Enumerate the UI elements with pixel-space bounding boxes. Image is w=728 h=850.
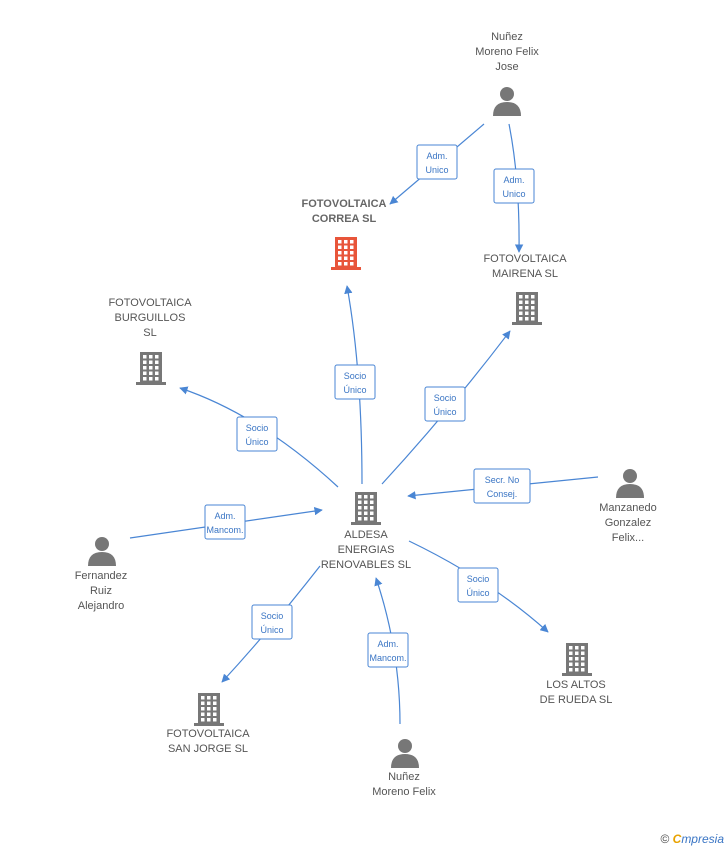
node-mairena[interactable]: FOTOVOLTAICA MAIRENA SL [483,253,567,325]
edge-label-text: Secr. No [485,475,520,485]
node-label-line: Nuñez [388,771,420,783]
brand-name: mpresia [681,832,724,846]
edge-label-text: Único [343,385,366,395]
edge-label-text: Mancom. [369,653,406,663]
node-label-line: Alejandro [78,600,124,612]
edge-label-text: Socio [344,371,367,381]
node-label-line: ALDESA [344,529,388,541]
edge-label-text: Socio [467,574,490,584]
node-label-line: Moreno Felix [372,786,436,798]
node-label-line: FOTOVOLTAICA [108,297,192,309]
node-label-line: CORREA SL [312,213,377,225]
node-label-line: Ruiz [90,585,112,597]
edge-label-text: Mancom. [206,525,243,535]
person-icon [493,87,521,116]
building-icon [136,352,166,385]
node-label-line: RENOVABLES SL [321,559,411,571]
node-label-line: Jose [495,61,518,73]
node-label-line: Fernandez [75,570,128,582]
node-label-line: Nuñez [491,31,523,43]
node-label-line: BURGUILLOS [115,312,186,324]
edge-label-text: Socio [261,611,284,621]
node-label-line: FOTOVOLTAICA [302,198,387,210]
node-correa[interactable]: FOTOVOLTAICA CORREA SL [302,198,387,270]
building-icon [194,693,224,726]
node-label-line: Manzanedo [599,502,657,514]
edge-label-text: Adm. [377,639,398,649]
person-icon [88,537,116,566]
node-label-line: Gonzalez [605,517,651,529]
edge-label-e10: Adm. Mancom. [367,632,409,668]
building-icon [351,492,381,525]
edge-label-e6: Secr. No Consej. [473,468,531,504]
node-altos[interactable]: LOS ALTOS DE RUEDA SL [540,643,613,706]
brand-initial: C [672,832,682,846]
copyright-symbol: © [660,832,670,846]
edge-label-text: Unico [425,165,448,175]
building-icon [512,292,542,325]
node-sanjorge[interactable]: FOTOVOLTAICA SAN JORGE SL [166,693,250,755]
node-label-line: MAIRENA SL [492,268,558,280]
person-icon [391,739,419,768]
edge-label-text: Consej. [487,489,518,499]
person-icon [616,469,644,498]
edge-label-text: Unico [502,189,525,199]
edge-label-text: Adm. [503,175,524,185]
node-label-line: SL [143,327,156,339]
building-icon [562,643,592,676]
node-label-line: LOS ALTOS [546,679,606,691]
node-center[interactable]: ALDESA ENERGIAS RENOVABLES SL [321,492,411,571]
edge-label-text: Socio [246,423,269,433]
edge-label-text: Socio [434,393,457,403]
node-label-line: FOTOVOLTAICA [483,253,567,265]
edge-label-e1: Adm. Unico [416,144,458,180]
node-label-line: SAN JORGE SL [168,743,248,755]
edge-label-text: Adm. [426,151,447,161]
node-label-line: ENERGIAS [338,544,395,556]
node-label-line: DE RUEDA SL [540,694,613,706]
node-burguillos[interactable]: FOTOVOLTAICA BURGUILLOS SL [108,297,192,385]
node-label-line: Moreno Felix [475,46,539,58]
edge-label-text: Adm. [214,511,235,521]
edge-label-text: Único [260,625,283,635]
node-manzanedo[interactable]: ManzanedoGonzalezFelix... [599,469,657,544]
node-label-line: FOTOVOLTAICA [166,728,250,740]
building-icon [331,237,361,270]
empresia-watermark: © Cmpresia [660,832,724,846]
edge-label-text: Único [245,437,268,447]
edge-label-text: Único [466,588,489,598]
edge-label-e7: Adm. Mancom. [204,504,246,540]
node-label-line: Felix... [612,532,644,544]
edge-label-text: Único [433,407,456,417]
edge-label-e2: Adm. Unico [493,168,535,204]
